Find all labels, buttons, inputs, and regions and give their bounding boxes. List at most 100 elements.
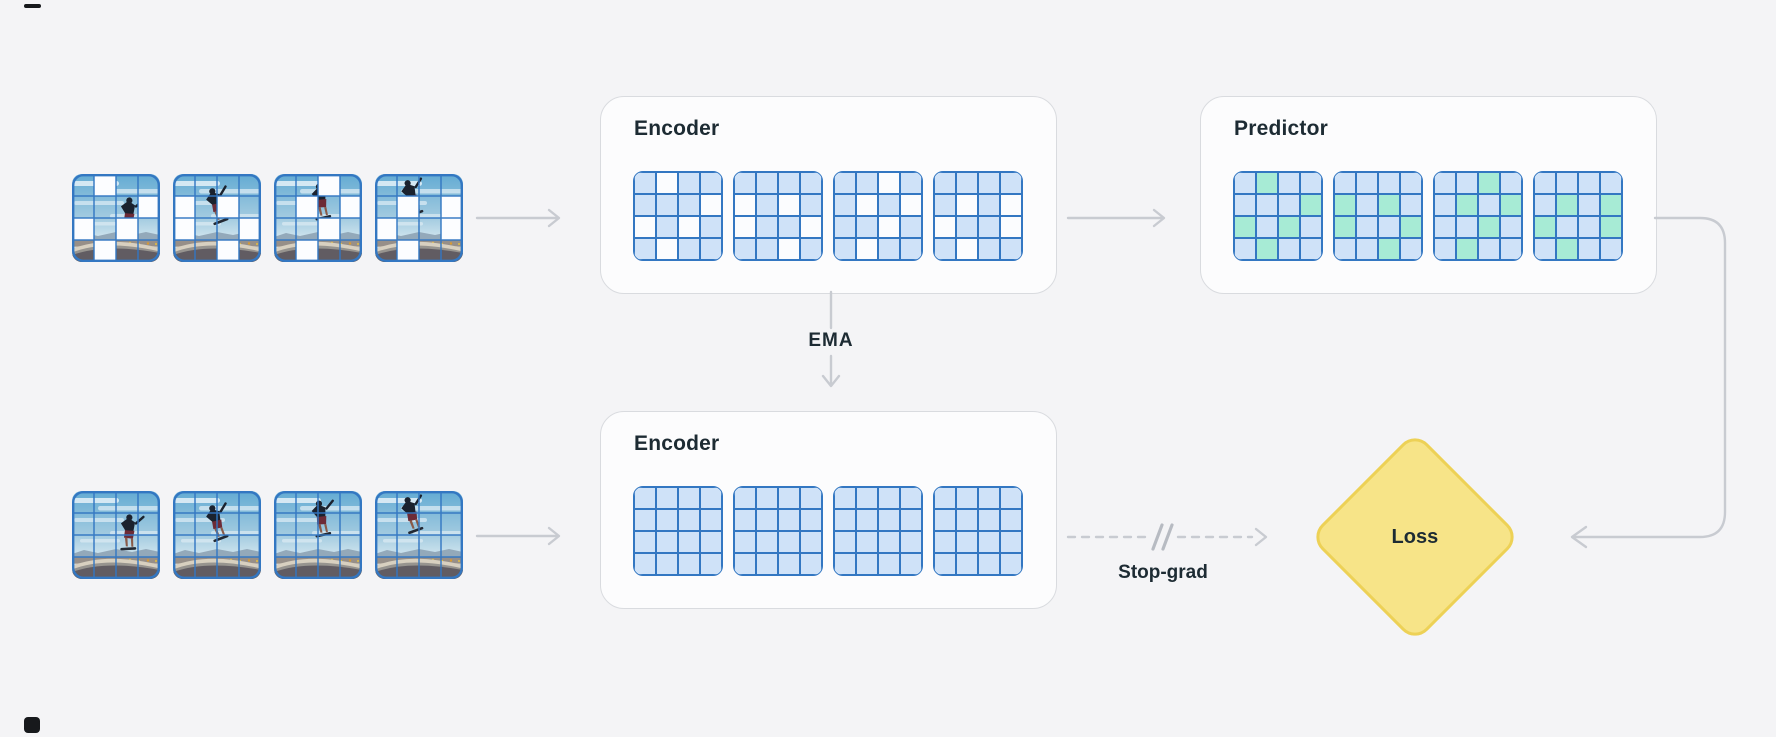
- token-cell: [800, 553, 822, 575]
- token-cell: [978, 487, 1000, 509]
- token-cell: [1000, 509, 1022, 531]
- masked-token-cell: [878, 172, 900, 194]
- token-cell: [1256, 194, 1278, 216]
- token-cell: [1000, 238, 1022, 260]
- arrow-right-icon: [1066, 208, 1166, 228]
- predicted-token-cell: [1600, 194, 1622, 216]
- loss-label: Loss: [1391, 525, 1439, 548]
- token-cell: [834, 172, 856, 194]
- token-cell: [1000, 531, 1022, 553]
- arrow-right-icon: [475, 208, 561, 228]
- token-cell: [656, 216, 678, 238]
- masked-token-cell: [956, 194, 978, 216]
- token-grid: [733, 171, 823, 261]
- token-cell: [934, 509, 956, 531]
- token-cell: [900, 216, 922, 238]
- token-cell: [1278, 238, 1300, 260]
- token-cell: [1000, 172, 1022, 194]
- token-cell: [978, 531, 1000, 553]
- token-cell: [1278, 194, 1300, 216]
- token-cell: [734, 238, 756, 260]
- token-cell: [734, 487, 756, 509]
- token-cell: [1500, 216, 1522, 238]
- token-cell: [1278, 172, 1300, 194]
- token-cell: [700, 172, 722, 194]
- token-cell: [1234, 238, 1256, 260]
- token-cell: [1300, 172, 1322, 194]
- token-cell: [1578, 238, 1600, 260]
- token-cell: [900, 509, 922, 531]
- masked-token-cell: [678, 216, 700, 238]
- token-cell: [1234, 194, 1256, 216]
- video-frame-4: [375, 491, 463, 579]
- token-cell: [700, 487, 722, 509]
- token-cell: [934, 531, 956, 553]
- ema-connector-line: [829, 290, 833, 330]
- token-cell: [856, 172, 878, 194]
- token-cell: [1600, 238, 1622, 260]
- top-encoder-panel: Encoder: [600, 96, 1057, 294]
- token-cell: [978, 172, 1000, 194]
- masked-token-cell: [856, 194, 878, 216]
- predictor-to-loss-connector: [1570, 216, 1727, 549]
- predicted-token-cell: [1334, 216, 1356, 238]
- token-cell: [878, 238, 900, 260]
- token-cell: [1456, 216, 1478, 238]
- predicted-token-cell: [1300, 194, 1322, 216]
- token-cell: [778, 553, 800, 575]
- predicted-token-cell: [1378, 238, 1400, 260]
- token-cell: [1000, 487, 1022, 509]
- token-cell: [634, 509, 656, 531]
- token-cell: [800, 487, 822, 509]
- token-cell: [678, 238, 700, 260]
- masked-token-cell: [656, 238, 678, 260]
- masked-token-cell: [956, 238, 978, 260]
- token-cell: [1434, 216, 1456, 238]
- token-cell: [978, 553, 1000, 575]
- token-cell: [1000, 553, 1022, 575]
- token-cell: [834, 238, 856, 260]
- token-cell: [1478, 194, 1500, 216]
- masked-token-cell: [1000, 194, 1022, 216]
- token-cell: [1434, 238, 1456, 260]
- arrow-down-icon: [821, 354, 841, 388]
- token-cell: [678, 509, 700, 531]
- token-cell: [978, 216, 1000, 238]
- token-cell: [1578, 172, 1600, 194]
- masked-video-frame-3: [274, 174, 362, 262]
- token-cell: [834, 553, 856, 575]
- token-cell: [1400, 238, 1422, 260]
- token-cell: [1600, 172, 1622, 194]
- masked-token-cell: [800, 216, 822, 238]
- predicted-token-cell: [1234, 216, 1256, 238]
- token-cell: [878, 553, 900, 575]
- token-cell: [800, 172, 822, 194]
- token-cell: [1534, 238, 1556, 260]
- token-cell: [956, 172, 978, 194]
- video-frame-3: [274, 491, 362, 579]
- token-grid: [1233, 171, 1323, 261]
- token-grid: [1433, 171, 1523, 261]
- predicted-token-cell: [1556, 238, 1578, 260]
- token-cell: [778, 509, 800, 531]
- predicted-token-cell: [1478, 172, 1500, 194]
- masked-token-cell: [634, 216, 656, 238]
- masked-token-cell: [1000, 216, 1022, 238]
- token-cell: [678, 194, 700, 216]
- predictor-token-grids: [1233, 171, 1623, 261]
- masked-token-cell: [700, 194, 722, 216]
- token-grid: [733, 486, 823, 576]
- token-cell: [834, 509, 856, 531]
- masked-token-cell: [778, 238, 800, 260]
- token-cell: [856, 531, 878, 553]
- token-cell: [800, 194, 822, 216]
- token-cell: [978, 238, 1000, 260]
- token-cell: [678, 531, 700, 553]
- token-cell: [1534, 194, 1556, 216]
- token-cell: [1500, 172, 1522, 194]
- token-cell: [756, 216, 778, 238]
- token-cell: [1456, 172, 1478, 194]
- token-cell: [634, 487, 656, 509]
- token-cell: [656, 509, 678, 531]
